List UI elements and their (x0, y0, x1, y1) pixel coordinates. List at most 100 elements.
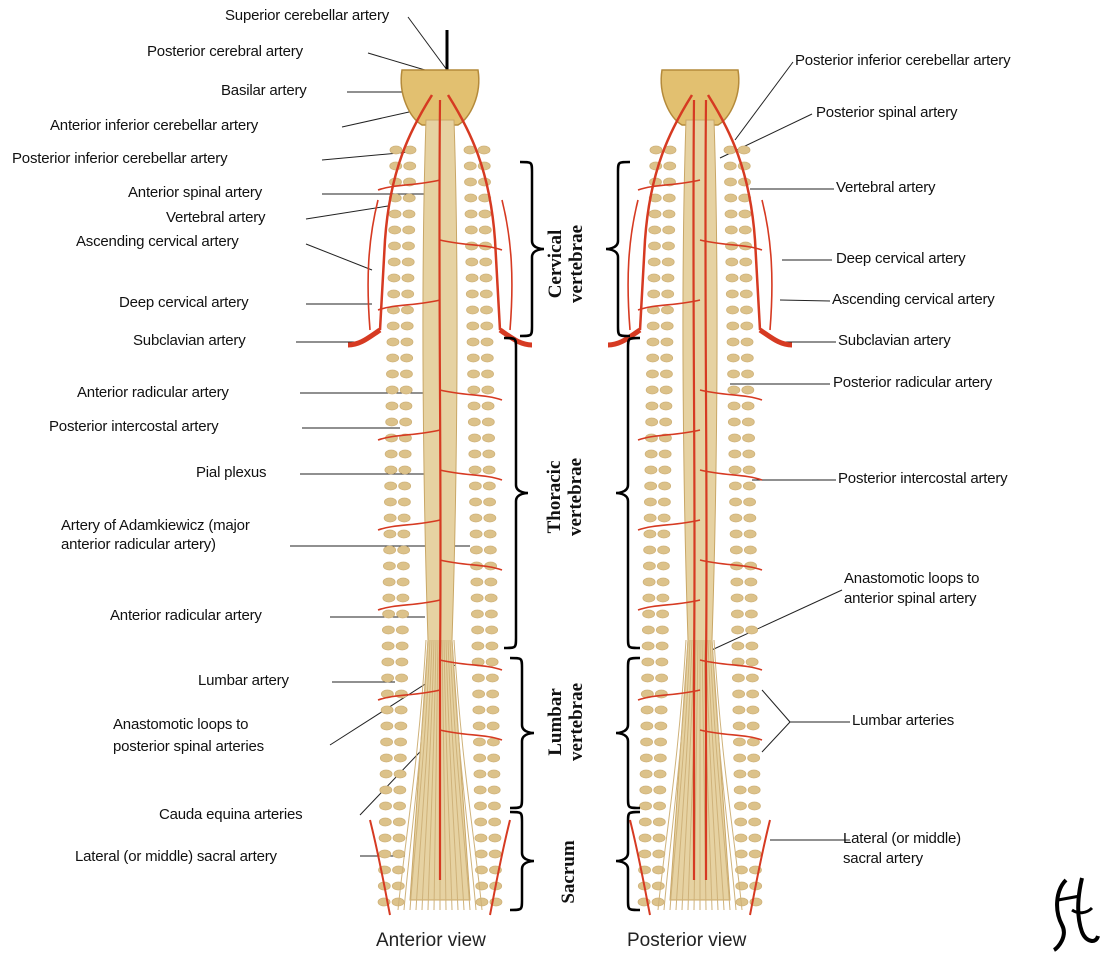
nerve-root (471, 578, 483, 586)
bracket-sacrum-anterior (510, 812, 534, 910)
nerve-root (644, 498, 656, 506)
nerve-root (734, 754, 746, 762)
label-subclavian-artery: Subclavian artery (133, 332, 246, 350)
nerve-root (381, 706, 393, 714)
nerve-root (395, 706, 407, 714)
label-posterior-inferior-cerebellar-artery: Posterior inferior cerebellar artery (12, 150, 227, 168)
nerve-root (467, 354, 479, 362)
nerve-root (662, 290, 674, 298)
nerve-root (466, 290, 478, 298)
nerve-root (381, 722, 393, 730)
nerve-root (744, 530, 756, 538)
nerve-root (388, 258, 400, 266)
nerve-root (733, 738, 745, 746)
nerve-root (387, 354, 399, 362)
label-deep-cervical-artery: Deep cervical artery (119, 294, 248, 312)
bracket-lumbar-anterior (510, 658, 534, 808)
nerve-root (734, 770, 746, 778)
nerve-root (401, 306, 413, 314)
nerve-root (641, 722, 653, 730)
nerve-root (655, 706, 667, 714)
label-lumbar-arteries: Lumbar arteries (852, 712, 954, 730)
nerve-root (662, 242, 674, 250)
nerve-root (646, 386, 658, 394)
nerve-root (465, 210, 477, 218)
label-anastomotic-loops-posterior-line2: posterior spinal arteries (113, 738, 264, 756)
cervical-branch (762, 200, 772, 330)
nerve-root (394, 786, 406, 794)
nerve-root (401, 338, 413, 346)
label-lateral-sacral-artery-right-line2: sacral artery (843, 850, 923, 868)
nerve-root (642, 642, 654, 650)
nerve-root (382, 626, 394, 634)
nerve-root (726, 258, 738, 266)
nerve-root (380, 802, 392, 810)
nerve-root (383, 562, 395, 570)
label-anterior-inferior-cerebellar-artery: Anterior inferior cerebellar artery (50, 117, 258, 135)
nerve-root (398, 530, 410, 538)
nerve-root (728, 386, 740, 394)
nerve-root (727, 306, 739, 314)
nerve-root (641, 706, 653, 714)
nerve-root (383, 578, 395, 586)
nerve-root (643, 578, 655, 586)
nerve-root (487, 722, 499, 730)
nerve-root (642, 674, 654, 682)
nerve-root (657, 594, 669, 602)
nerve-root (469, 466, 481, 474)
nerve-root (725, 178, 737, 186)
posterior-spinal-artery (705, 100, 706, 880)
nerve-root (488, 754, 500, 762)
nerve-root (749, 834, 761, 842)
nerve-root (744, 498, 756, 506)
nerve-root (742, 402, 754, 410)
leader-line (762, 690, 790, 722)
nerve-root (481, 322, 493, 330)
nerve-root (652, 882, 664, 890)
nerve-root (385, 466, 397, 474)
nerve-root (472, 674, 484, 682)
subclavian-artery (348, 330, 380, 345)
nerve-root (643, 610, 655, 618)
nerve-root (745, 594, 757, 602)
nerve-root (489, 834, 501, 842)
leader-line (735, 62, 793, 140)
nerve-root (749, 818, 761, 826)
nerve-root (400, 370, 412, 378)
nerve-root (746, 626, 758, 634)
nerve-root (468, 418, 480, 426)
nerve-root (659, 482, 671, 490)
nerve-root (725, 210, 737, 218)
posterior-spinal-artery (693, 100, 694, 880)
nerve-root (648, 242, 660, 250)
label-anastomotic-loops-anterior-line2: anterior spinal artery (844, 590, 976, 608)
nerve-root (748, 770, 760, 778)
nerve-root (662, 274, 674, 282)
nerve-root (747, 706, 759, 714)
nerve-root (380, 786, 392, 794)
nerve-root (646, 370, 658, 378)
nerve-root (481, 338, 493, 346)
anterior-spinal-artery (439, 100, 440, 880)
nerve-root (645, 450, 657, 458)
nerve-root (640, 802, 652, 810)
nerve-root (654, 770, 666, 778)
nerve-root (640, 754, 652, 762)
nerve-root (730, 514, 742, 522)
label-subclavian-artery-right: Subclavian artery (838, 332, 951, 350)
nerve-root (654, 754, 666, 762)
nerve-root (640, 770, 652, 778)
nerve-root (379, 834, 391, 842)
nerve-root (489, 818, 501, 826)
anterior-view-illustration (348, 70, 532, 915)
nerve-root (396, 642, 408, 650)
nerve-root (726, 290, 738, 298)
nerve-root (474, 786, 486, 794)
nerve-root (481, 354, 493, 362)
label-lateral-sacral-artery-left: Lateral (or middle) sacral artery (75, 848, 277, 866)
nerve-root (640, 786, 652, 794)
nerve-root (739, 210, 751, 218)
nerve-root (403, 226, 415, 234)
nerve-root (644, 514, 656, 522)
nerve-root (382, 674, 394, 682)
